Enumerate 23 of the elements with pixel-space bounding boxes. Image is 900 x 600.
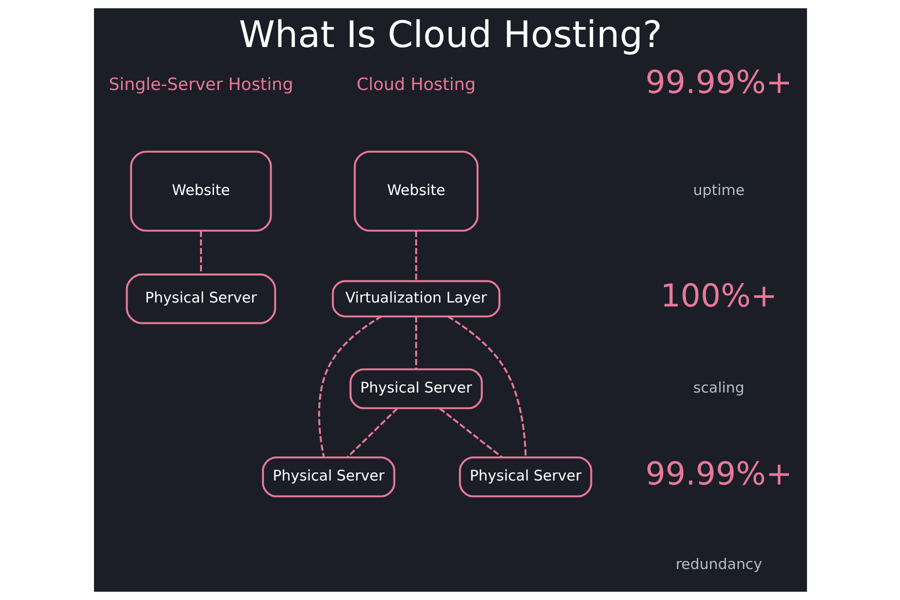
label: 99.99%+ <box>644 456 792 493</box>
label: 100%+ <box>660 278 777 314</box>
node-box: Website <box>130 150 272 232</box>
connector <box>414 230 417 281</box>
node-box: Physical Server <box>349 368 482 410</box>
label: Single-Server Hosting <box>108 74 293 95</box>
node-box: Physical Server <box>125 274 276 324</box>
connector <box>414 316 417 370</box>
node-box: Physical Server <box>262 456 395 498</box>
connector <box>200 230 202 274</box>
label: 99.99%+ <box>644 65 792 102</box>
diagram-title: What Is Cloud Hosting? <box>238 13 662 56</box>
label: uptime <box>692 182 744 199</box>
node-box: Physical Server <box>458 456 592 498</box>
label: scaling <box>692 380 744 397</box>
connector <box>318 316 382 458</box>
label: Cloud Hosting <box>356 74 476 95</box>
connector <box>346 408 398 458</box>
node-box: Virtualization Layer <box>331 280 500 318</box>
label: redundancy <box>675 556 762 573</box>
connector <box>438 408 502 458</box>
node-box: Website <box>353 150 478 232</box>
connector <box>447 316 526 458</box>
